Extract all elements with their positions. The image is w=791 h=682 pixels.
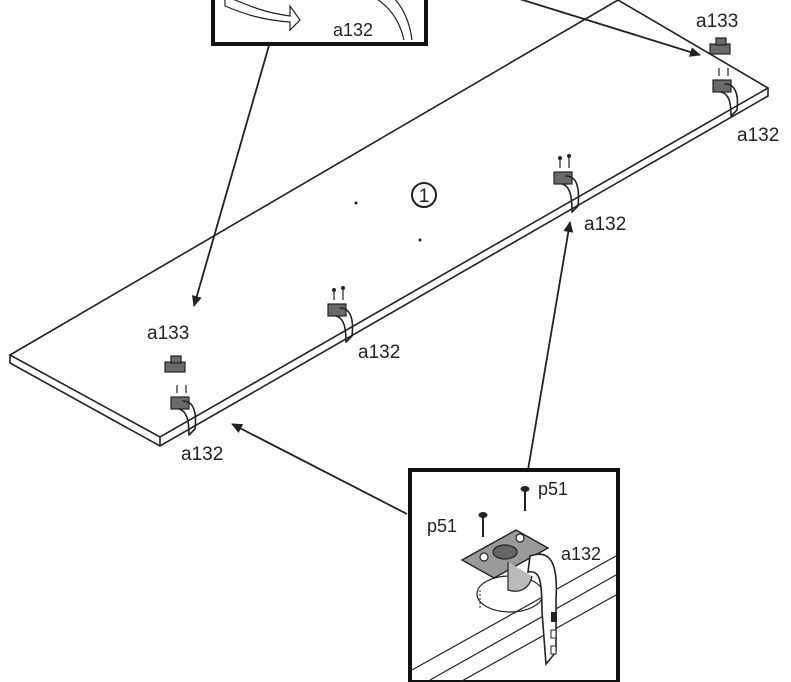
label-p51-left: p51 [427,516,457,536]
pointer-arrows [191,0,701,515]
label-a132-left: a132 [181,444,223,465]
cap-top-right [709,37,731,55]
label-a132-top-inset: a132 [333,20,373,40]
bracket-top-right [712,68,739,117]
panel-number: 1 [419,186,430,207]
bracket-left [170,385,197,436]
screw-left [478,512,488,537]
panel-number-badge: 1 [411,182,437,208]
screw-right [520,486,530,511]
label-a132-inset: a132 [561,544,601,564]
label-p51-right: p51 [538,479,568,499]
label-a133-left: a133 [147,323,189,344]
top-detail-inset: a132 [211,0,428,46]
label-a132-top-right: a132 [737,125,779,146]
cap-left [164,355,186,373]
label-a132-mid-right: a132 [584,214,626,235]
bottom-detail-inset: p51 p51 a132 [408,468,620,682]
label-a133-top-right: a133 [696,11,738,32]
label-a132-middle: a132 [358,342,400,363]
bracket-middle [327,286,354,343]
bracket-mid-right [553,154,580,213]
shelf-board [8,0,770,447]
